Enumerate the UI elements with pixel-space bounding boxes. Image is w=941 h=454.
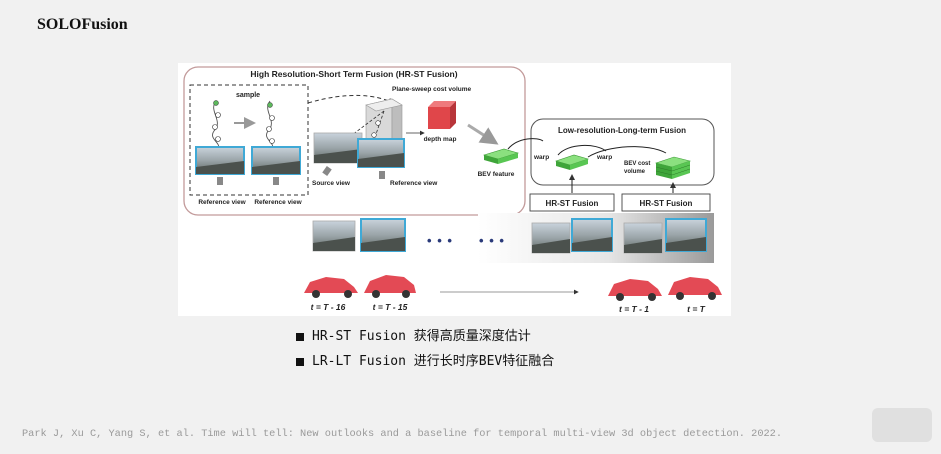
car-icon-t bbox=[668, 277, 722, 300]
sampling-curve-left bbox=[212, 100, 221, 150]
warp-slab-1 bbox=[554, 154, 590, 170]
bev-cost-volume-stack bbox=[654, 156, 692, 179]
warp-label-2: warp bbox=[596, 154, 612, 161]
time-label-t1: t = T - 1 bbox=[619, 304, 649, 314]
warp-arc-2 bbox=[587, 146, 667, 158]
hrst-fusion-box-2 bbox=[621, 193, 711, 212]
time-label-t16: t = T - 16 bbox=[311, 302, 346, 312]
hrst-fusion-box-2-label: HR-ST Fusion bbox=[640, 199, 693, 208]
dashed-flow-arrow bbox=[307, 95, 394, 104]
warp-arc-1 bbox=[557, 145, 607, 156]
bullet-item: HR-ST Fusion 获得高质量深度估计 bbox=[296, 327, 554, 347]
watermark-logo bbox=[872, 408, 932, 442]
camera-icon-4 bbox=[379, 171, 385, 179]
time-label-t: t = T bbox=[687, 304, 706, 314]
source-view-image bbox=[313, 132, 363, 164]
citation: Park J, Xu C, Yang S, et al. Time will t… bbox=[22, 428, 783, 440]
bullet-item: LR-LT Fusion 进行长时序BEV特征融合 bbox=[296, 352, 554, 372]
to-bev-arrow bbox=[467, 123, 499, 145]
sample-label: sample bbox=[236, 92, 260, 99]
source-view-label: Source view bbox=[312, 180, 351, 187]
depth-map-label: depth map bbox=[424, 136, 457, 143]
frame-image-strip-2 bbox=[571, 218, 613, 252]
frame-image-strip-3 bbox=[623, 222, 663, 254]
bullet-list: HR-ST Fusion 获得高质量深度估计 LR-LT Fusion 进行长时… bbox=[296, 327, 554, 377]
hrst-panel bbox=[183, 66, 526, 216]
reference-view-label-1: Reference view bbox=[198, 199, 246, 206]
reference-view-label-3: Reference view bbox=[390, 180, 438, 187]
time-label-t15: t = T - 15 bbox=[373, 302, 408, 312]
depth-map-cube bbox=[428, 101, 456, 129]
lrlt-title: Low-resolution-Long-term Fusion bbox=[558, 126, 686, 135]
bullet-text: LR-LT Fusion 进行长时序BEV特征融合 bbox=[312, 354, 555, 369]
bev-cost-label-2: volume bbox=[624, 169, 646, 175]
ellipsis-1: • • • bbox=[427, 233, 453, 248]
slide-title: SOLOFusion bbox=[37, 16, 128, 33]
bullet-square-icon bbox=[296, 358, 304, 366]
sampling-box bbox=[189, 84, 309, 196]
camera-icon-3 bbox=[322, 166, 332, 176]
bullet-text: HR-ST Fusion 获得高质量深度估计 bbox=[312, 329, 531, 344]
bev-feature-label: BEV feature bbox=[478, 171, 515, 178]
frame-image-t15 bbox=[360, 218, 406, 252]
bev-cost-label-1: BEV cost bbox=[624, 161, 650, 167]
frame-image-t16-a bbox=[312, 220, 356, 252]
camera-icon-2 bbox=[273, 177, 279, 185]
bev-feature-slab bbox=[482, 148, 520, 164]
reference-view-label-2: Reference view bbox=[254, 199, 302, 206]
camera-icon-1 bbox=[217, 177, 223, 185]
hrst-fusion-box-1 bbox=[529, 193, 615, 212]
bullet-square-icon bbox=[296, 333, 304, 341]
architecture-diagram: High Resolution-Short Term Fusion (HR-ST… bbox=[183, 66, 722, 314]
car-icon-t16 bbox=[304, 277, 358, 298]
bev-to-lrlt-line bbox=[507, 138, 544, 150]
hrst-fusion-box-1-label: HR-ST Fusion bbox=[546, 199, 599, 208]
car-icon-t1 bbox=[608, 279, 662, 301]
sampling-curve-right bbox=[266, 100, 275, 150]
hrst-title: High Resolution-Short Term Fusion (HR-ST… bbox=[250, 69, 457, 79]
reference-view-image-2 bbox=[251, 146, 301, 175]
architecture-figure: High Resolution-Short Term Fusion (HR-ST… bbox=[178, 63, 731, 316]
frame-image-strip-4 bbox=[665, 218, 707, 252]
frame-image-strip-1 bbox=[531, 222, 571, 254]
cost-volume-label: Plane-sweep cost volume bbox=[392, 86, 471, 93]
warp-label-1: warp bbox=[533, 154, 549, 161]
car-icon-t15 bbox=[364, 275, 416, 298]
lrlt-panel bbox=[530, 118, 715, 186]
reference-view-image-1 bbox=[195, 146, 245, 175]
reference-view-image-3 bbox=[357, 138, 405, 168]
ellipsis-2: • • • bbox=[479, 233, 505, 248]
